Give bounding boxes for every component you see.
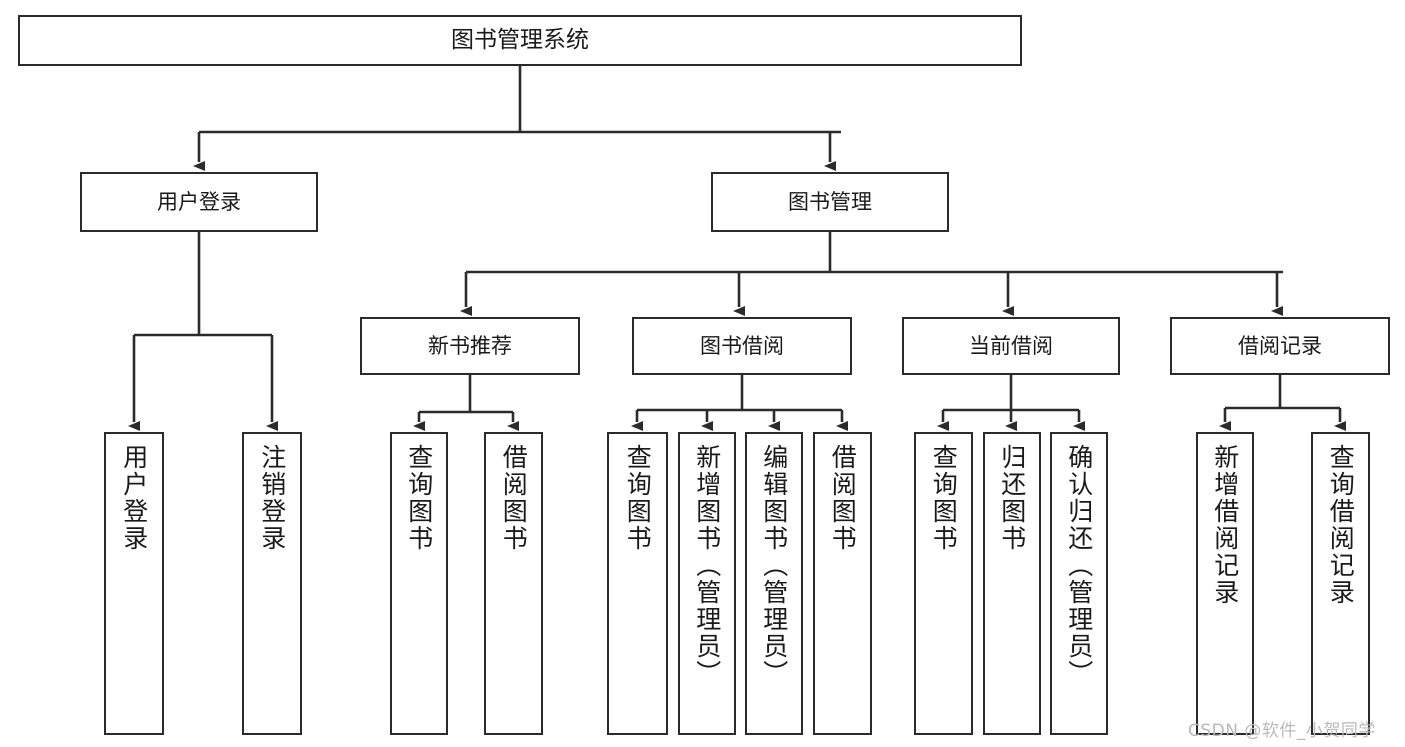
node-user-login[interactable]: 用户登录: [80, 172, 318, 232]
leaf-add-borrow-rec-label: 新增借阅记录: [1210, 444, 1240, 606]
leaf-query-borrow-rec[interactable]: 查询借阅记录: [1311, 432, 1370, 735]
leaf-user-login-label: 用户登录: [119, 444, 149, 552]
leaf-logout-login-label: 注销登录: [257, 444, 287, 552]
node-current-borrow[interactable]: 当前借阅: [902, 317, 1120, 375]
node-root[interactable]: 图书管理系统: [18, 15, 1022, 66]
leaf-user-login[interactable]: 用户登录: [104, 432, 164, 735]
leaf-query-book-rec-label: 查询图书: [404, 444, 434, 552]
leaf-return-book-label: 归还图书: [997, 444, 1027, 552]
node-current-borrow-label: 当前借阅: [969, 333, 1053, 358]
leaf-confirm-return-label: 确认归还（管理员）: [1064, 444, 1094, 687]
node-borrow-record[interactable]: 借阅记录: [1170, 317, 1390, 375]
node-root-label: 图书管理系统: [451, 27, 589, 54]
leaf-query-book-c[interactable]: 查询图书: [914, 432, 973, 735]
leaf-add-borrow-rec[interactable]: 新增借阅记录: [1196, 432, 1254, 735]
leaf-borrow-book-b[interactable]: 借阅图书: [813, 432, 872, 735]
node-borrow-record-label: 借阅记录: [1238, 333, 1322, 358]
leaf-edit-book-admin[interactable]: 编辑图书（管理员）: [745, 432, 803, 735]
node-new-book-rec[interactable]: 新书推荐: [360, 317, 580, 375]
leaf-borrow-book-b-label: 借阅图书: [828, 444, 858, 552]
leaf-query-book-c-label: 查询图书: [929, 444, 959, 552]
leaf-return-book[interactable]: 归还图书: [983, 432, 1041, 735]
leaf-query-book-b[interactable]: 查询图书: [607, 432, 668, 735]
leaf-borrow-book-rec-label: 借阅图书: [499, 444, 529, 552]
leaf-logout-login[interactable]: 注销登录: [242, 432, 302, 735]
leaf-confirm-return[interactable]: 确认归还（管理员）: [1050, 432, 1108, 735]
node-book-manage-label: 图书管理: [788, 189, 872, 214]
node-book-borrow-label: 图书借阅: [700, 333, 784, 358]
leaf-add-book-admin-label: 新增图书（管理员）: [692, 444, 722, 687]
leaf-edit-book-admin-label: 编辑图书（管理员）: [759, 444, 789, 687]
leaf-query-borrow-rec-label: 查询借阅记录: [1326, 444, 1356, 606]
leaf-add-book-admin[interactable]: 新增图书（管理员）: [678, 432, 736, 735]
node-user-login-label: 用户登录: [157, 189, 241, 214]
node-new-book-rec-label: 新书推荐: [428, 333, 512, 358]
csdn-watermark: CSDN @软件_小贺同学: [1188, 721, 1376, 741]
leaf-query-book-rec[interactable]: 查询图书: [390, 432, 448, 735]
leaf-query-book-b-label: 查询图书: [623, 444, 653, 552]
node-book-manage[interactable]: 图书管理: [711, 172, 949, 232]
leaf-borrow-book-rec[interactable]: 借阅图书: [484, 432, 543, 735]
node-book-borrow[interactable]: 图书借阅: [632, 317, 852, 375]
